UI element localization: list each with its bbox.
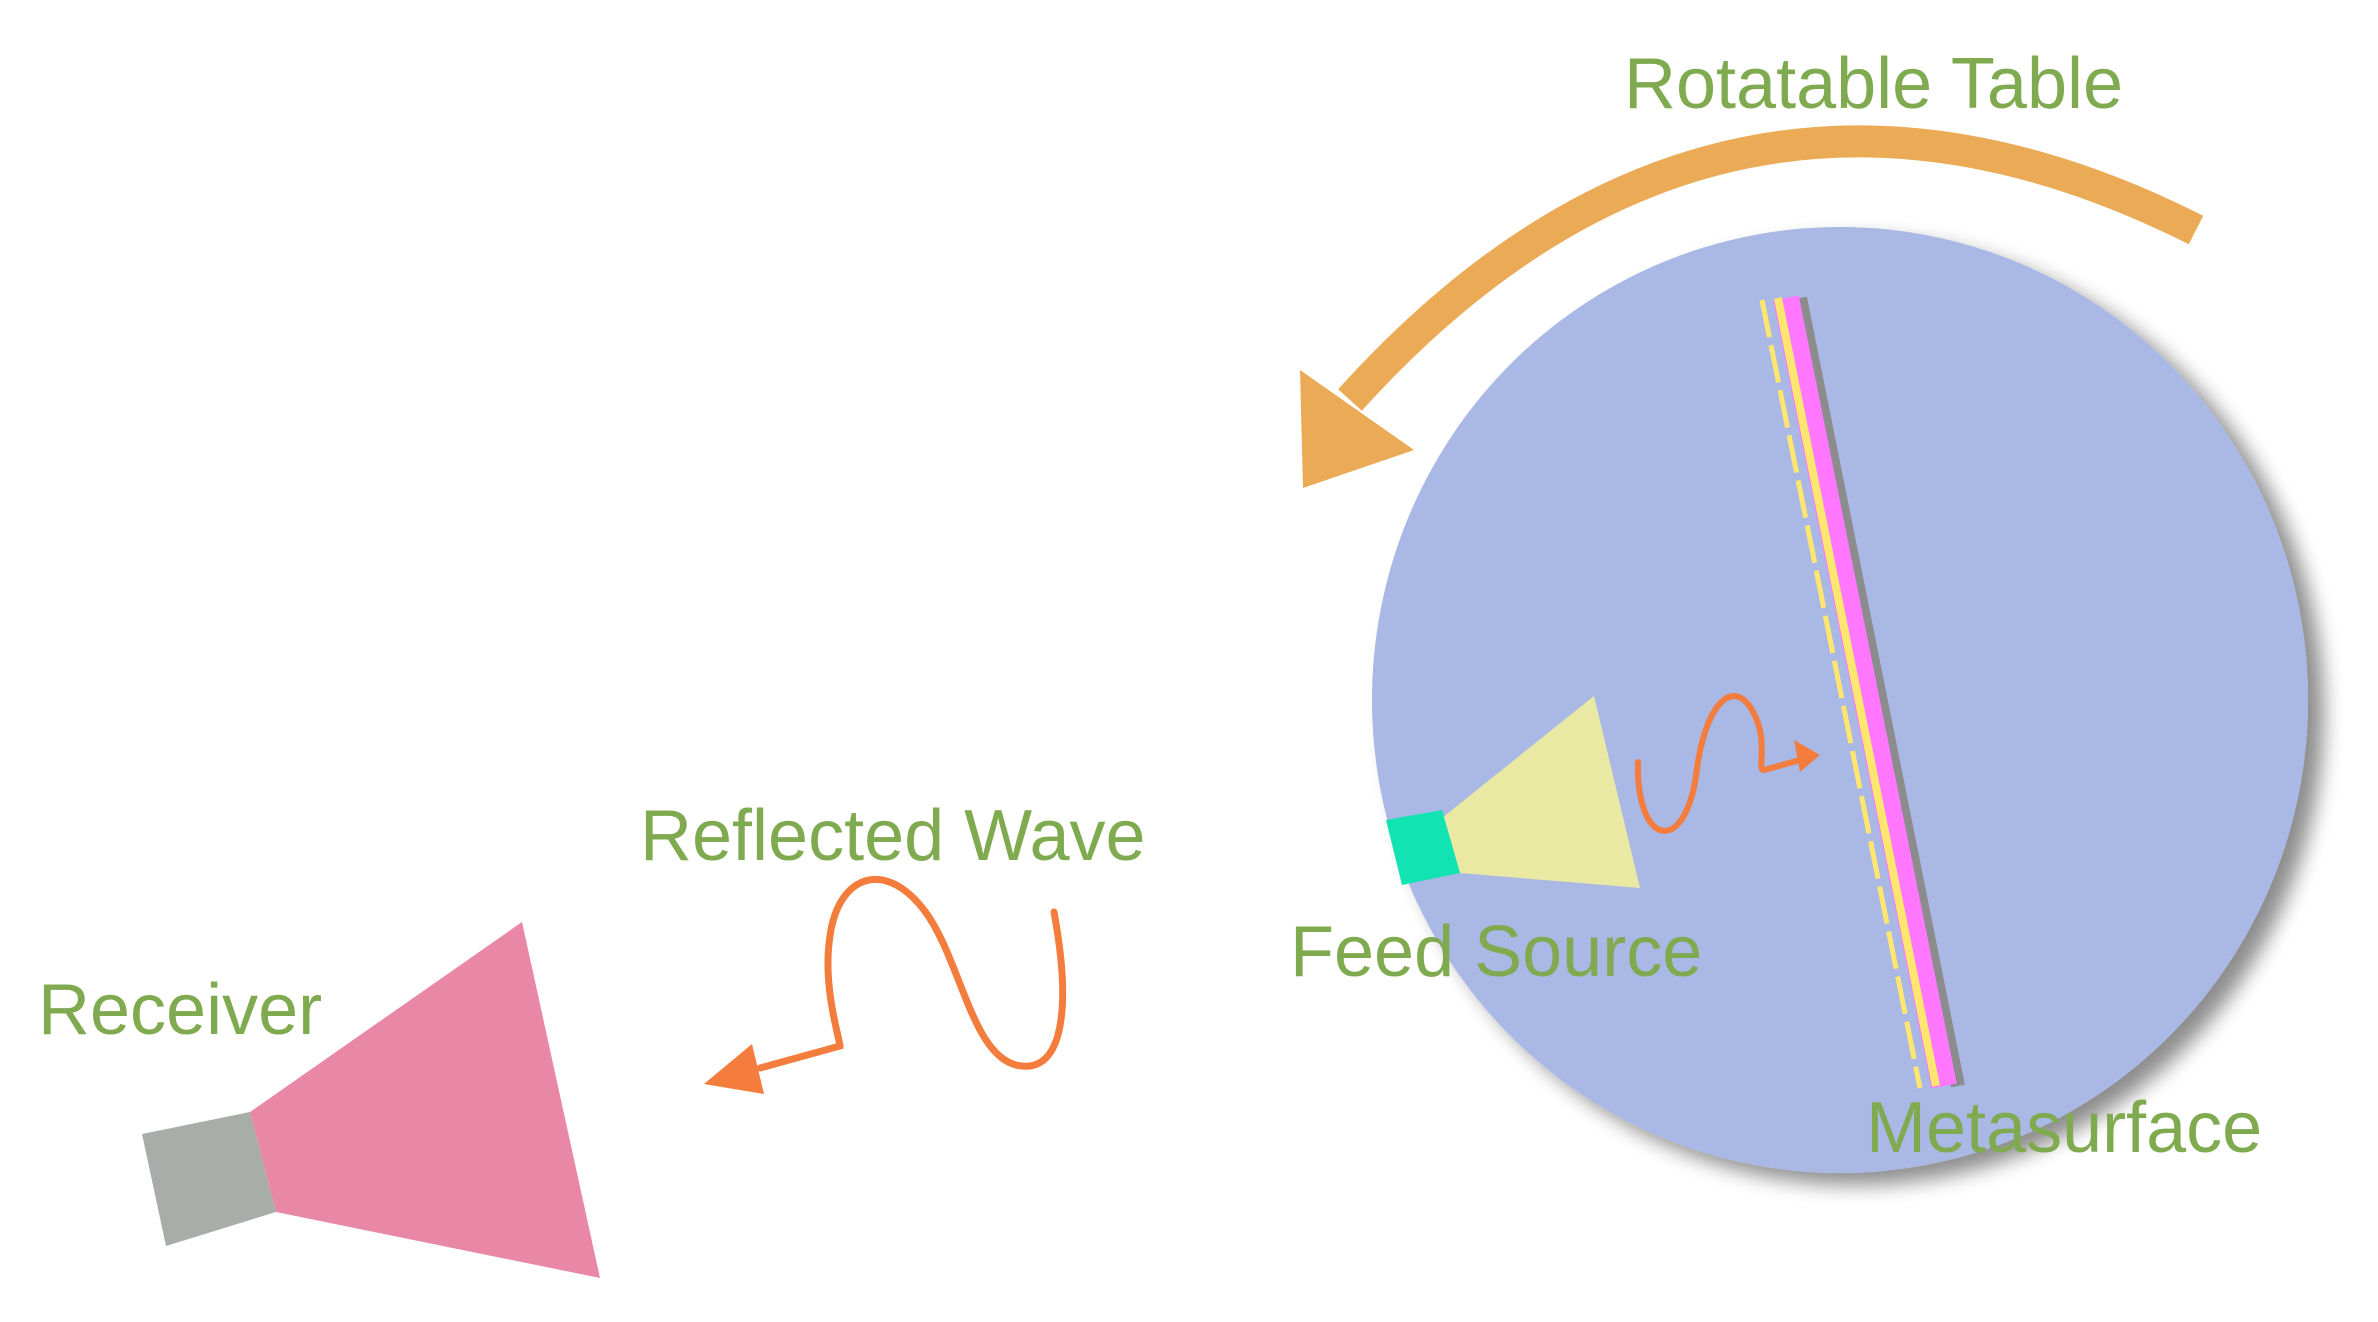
metasurface-back-layer xyxy=(1793,296,1965,1088)
metasurface-yellow-layer xyxy=(1774,297,1940,1087)
rotation-arrow-shaft xyxy=(1338,125,2204,411)
rotatable-table-disc xyxy=(1372,227,2308,1173)
receiver-horn-flare xyxy=(250,922,600,1278)
feed-horn-flare xyxy=(1442,696,1640,888)
incident-wave-arrowhead xyxy=(1794,740,1820,772)
feed-source-horn xyxy=(1386,696,1640,888)
rotation-arrow-icon xyxy=(1300,125,2204,488)
reflected-wave-icon xyxy=(704,876,1067,1094)
receiver-waveguide xyxy=(142,1112,276,1246)
rotation-arrow-head xyxy=(1300,370,1414,488)
reflected-wave-arrowhead xyxy=(704,1044,764,1094)
reflected-wave-curve xyxy=(756,876,1067,1072)
metasurface-label: Metasurface xyxy=(1866,1088,2262,1168)
reflected-wave-label: Reflected Wave xyxy=(640,796,1146,876)
incident-wave-icon xyxy=(1634,693,1820,834)
receiver-horn xyxy=(142,922,600,1278)
incident-wave-curve xyxy=(1634,693,1803,834)
feed-source-label: Feed Source xyxy=(1290,912,1702,992)
metasurface-magenta-layer xyxy=(1773,295,1957,1089)
metasurface-front-cells xyxy=(1759,299,1923,1089)
metasurface xyxy=(1759,295,1965,1089)
receiver-label: Receiver xyxy=(38,970,322,1050)
rotatable-table-label: Rotatable Table xyxy=(1624,44,2123,124)
feed-waveguide xyxy=(1386,810,1460,885)
